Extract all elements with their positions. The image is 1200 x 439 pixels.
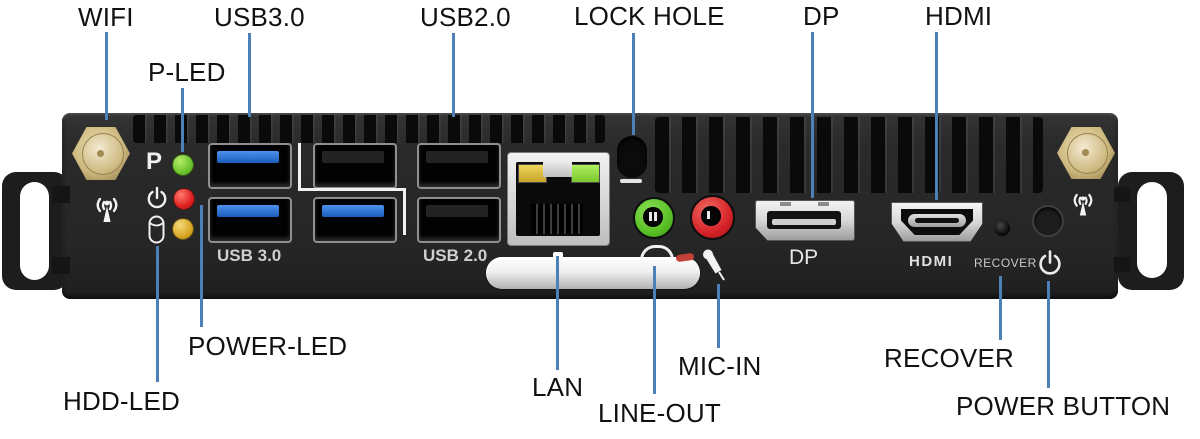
- wifi-leader: [105, 32, 108, 120]
- usb3-port-2: [208, 197, 292, 243]
- usb3-port-1: [208, 143, 292, 189]
- usb30-leader: [248, 33, 251, 117]
- recover-leader: [999, 276, 1002, 340]
- recover-pinhole-button: [994, 220, 1010, 236]
- headphone-icon: [640, 245, 674, 264]
- callout-dp: DP: [803, 1, 840, 31]
- callout-mic-in: MIC-IN: [678, 351, 762, 381]
- hdmi-print: HDMI: [909, 253, 954, 270]
- callout-usb30: USB3.0: [214, 2, 305, 32]
- callout-lock-hole: LOCK HOLE: [574, 1, 725, 31]
- callout-hdd-led: HDD-LED: [63, 386, 180, 416]
- lock-hole: [617, 136, 647, 178]
- dp-screw-slot: [780, 202, 791, 206]
- hdmi-leader: [935, 32, 938, 200]
- p-led-leader: [181, 88, 184, 152]
- right-mounting-slot: [1137, 182, 1167, 278]
- lock-hole-highlight: [620, 179, 642, 183]
- power-button-symbol-icon: [1036, 248, 1064, 278]
- left-mounting-slot: [20, 182, 49, 280]
- right-ear-tab: [1114, 187, 1130, 202]
- usb20-leader: [452, 33, 455, 117]
- lock-hole-leader: [632, 33, 635, 135]
- power-led-leader: [200, 205, 203, 327]
- recover-print: RECOVER: [974, 256, 1037, 270]
- usb-group-divider: [298, 143, 301, 191]
- usb2-port-1: [313, 143, 397, 189]
- callout-power-led: POWER-LED: [188, 331, 348, 361]
- p-led-print: P: [146, 148, 163, 175]
- power-led-green: [172, 154, 194, 176]
- usb2-port-2: [417, 143, 501, 189]
- power-button: [1032, 205, 1064, 237]
- antenna-icon: [88, 189, 126, 227]
- callout-line-out: LINE-OUT: [598, 398, 721, 428]
- mic-in-hole: [701, 206, 721, 226]
- callout-hdmi: HDMI: [925, 1, 993, 31]
- hdmi-tongue-slot: [915, 218, 959, 223]
- dp-pins: [772, 219, 836, 225]
- lan-leader: [556, 256, 559, 370]
- hdd-led-leader: [156, 246, 159, 382]
- usb-group-divider: [298, 188, 406, 191]
- jack-glyph: [649, 212, 652, 221]
- callout-wifi: WIFI: [78, 2, 134, 32]
- jack-glyph: [707, 211, 710, 219]
- mic-in-leader: [717, 284, 720, 348]
- antenna-pin-left: [97, 150, 104, 157]
- mid-vent-slats: [655, 117, 1043, 193]
- jack-glyph: [654, 212, 657, 221]
- dp-leader: [811, 32, 814, 198]
- callout-usb20: USB2.0: [420, 2, 511, 32]
- lan-led-green: [571, 164, 600, 183]
- left-ear-tab: [52, 186, 70, 203]
- usb-group-divider: [403, 188, 406, 235]
- dp-screw-slot: [818, 202, 829, 206]
- antenna-pin-right: [1082, 149, 1089, 156]
- lan-pins: [531, 204, 583, 234]
- left-ear-tab: [52, 257, 70, 274]
- hdd-icon: [148, 215, 165, 244]
- usb3-print: USB 3.0: [217, 246, 282, 265]
- mic-icon: [700, 247, 732, 283]
- line-out-leader: [653, 266, 656, 394]
- callout-p-led: P-LED: [148, 57, 226, 87]
- front-silver-bar: [486, 257, 700, 289]
- antenna-icon: [1066, 186, 1100, 220]
- usb2-port-3: [417, 197, 501, 243]
- power-symbol-icon: [145, 185, 169, 211]
- callout-recover: RECOVER: [884, 343, 1014, 373]
- hdd-led-amber: [172, 218, 194, 240]
- usb3-port-3: [313, 197, 397, 243]
- status-led-red: [173, 188, 195, 210]
- top-vent-row: [133, 115, 605, 143]
- lan-latch-notch: [543, 162, 572, 177]
- right-ear-tab: [1114, 257, 1130, 272]
- callout-lan: LAN: [532, 372, 584, 402]
- power-button-leader: [1047, 281, 1050, 388]
- dp-print: DP: [789, 246, 819, 269]
- callout-power-button: POWER BUTTON: [956, 391, 1171, 421]
- line-out-hole: [643, 207, 663, 227]
- usb2-print: USB 2.0: [423, 246, 488, 265]
